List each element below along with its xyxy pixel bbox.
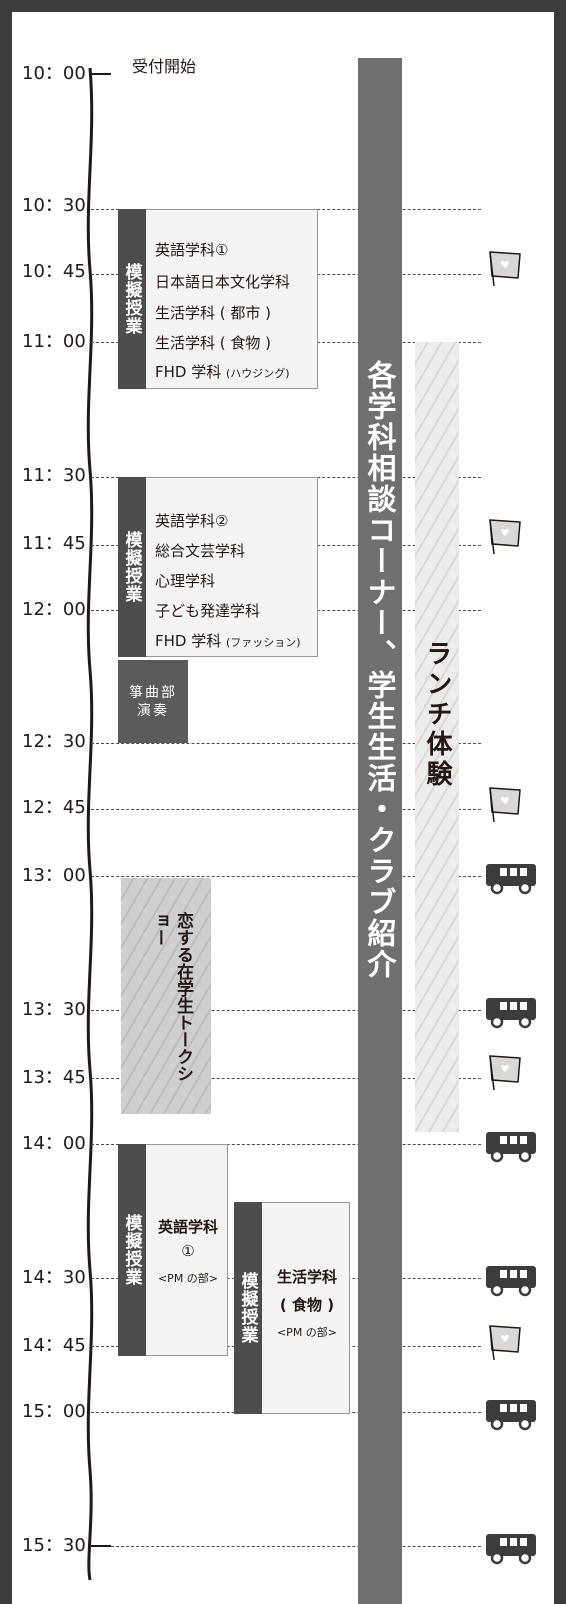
talk-col2: トークショー	[149, 912, 193, 1082]
koto-line1: 箏曲部	[129, 685, 177, 701]
time-guide-line	[111, 1546, 481, 1547]
bus-icon	[486, 1266, 536, 1297]
time-label: 11：45	[22, 533, 86, 554]
time-label: 14：45	[22, 1335, 86, 1356]
tick	[91, 73, 111, 75]
time-label: 12：00	[22, 599, 86, 620]
time-label: 15：30	[22, 1535, 86, 1556]
dept-item-fhd: FHD 学科 (ハウジング)	[155, 363, 290, 383]
fhd-main: FHD 学科	[155, 363, 222, 381]
dept-item: 日本語日本文化学科	[155, 273, 291, 291]
flag-heart-icon	[489, 787, 521, 823]
dept-item: 英語学科②	[155, 512, 229, 530]
time-label: 10：45	[22, 261, 86, 282]
bus-icon	[486, 1400, 536, 1431]
time-label: 15：00	[22, 1401, 86, 1422]
time-guide-line	[91, 743, 481, 744]
pm1-tag: <PM の部>	[157, 1272, 219, 1285]
time-guide-line	[91, 809, 481, 810]
dept-item: 総合文芸学科	[155, 542, 246, 560]
time-guide-line	[91, 876, 481, 877]
time-label: 13：00	[22, 865, 86, 886]
bus-icon	[486, 864, 536, 895]
consultation-corner-bar	[358, 58, 402, 1604]
lunch-bar	[415, 342, 459, 1132]
time-label: 12：45	[22, 797, 86, 818]
pm1-dept: 英語学科	[157, 1218, 218, 1236]
consultation-corner-text: 各学科相談コーナー、学生生活・クラブ紹介	[363, 360, 397, 980]
bus-icon	[486, 1534, 536, 1565]
flag-heart-icon	[489, 251, 521, 287]
mock-class-box-1	[118, 209, 318, 389]
mock-class-label: 模擬授業	[118, 209, 146, 389]
time-label: 10：00	[22, 63, 86, 84]
fhd-sub: (ハウジング)	[226, 367, 290, 380]
tick	[91, 1545, 111, 1547]
time-label: 11：30	[22, 465, 86, 486]
mock-class-label: 模擬授業	[234, 1202, 262, 1414]
talk-show-box	[121, 878, 211, 1114]
frame-top	[0, 0, 566, 12]
frame-right	[554, 0, 566, 1604]
pm2-sub: ( 食物 )	[279, 1296, 335, 1314]
time-label: 14：30	[22, 1267, 86, 1288]
dept-item: 子ども発達学科	[155, 602, 261, 620]
pm2-tag: <PM の部>	[276, 1326, 338, 1339]
time-label: 10：30	[22, 195, 86, 216]
time-guide-line	[91, 1078, 481, 1079]
bus-icon	[486, 1132, 536, 1163]
koto-line2: 演奏	[137, 703, 169, 719]
dept-item: 心理学科	[155, 572, 216, 590]
time-label: 13：30	[22, 999, 86, 1020]
time-label: 14：00	[22, 1133, 86, 1154]
mock-class-label: 模擬授業	[118, 1144, 146, 1356]
time-label: 13：45	[22, 1067, 86, 1088]
pm1-number: ①	[181, 1242, 195, 1260]
timeline-line	[86, 67, 94, 1581]
dept-item: 生活学科 ( 食物 )	[155, 334, 272, 352]
fhd-main: FHD 学科	[155, 632, 222, 650]
bus-icon	[486, 998, 536, 1029]
flag-heart-icon	[489, 1325, 521, 1361]
talk-show-text: 恋する在学生トークショー	[135, 912, 195, 1092]
dept-item: 英語学科①	[155, 241, 229, 259]
mock-class-box-2	[118, 477, 318, 657]
dept-item-fhd: FHD 学科 (ファッション)	[155, 632, 301, 652]
time-label: 12：30	[22, 731, 86, 752]
time-label: 11：00	[22, 331, 86, 352]
lunch-text: ランチ体験	[422, 640, 452, 790]
time-guide-line	[91, 1010, 481, 1011]
fhd-sub: (ファッション)	[226, 636, 301, 649]
reception-label: 受付開始	[132, 57, 197, 76]
mock-class-label: 模擬授業	[118, 477, 146, 657]
pm2-dept: 生活学科	[276, 1268, 337, 1286]
frame-left	[0, 0, 12, 1604]
time-guide-line	[91, 1144, 481, 1145]
koto-club-box: 箏曲部 演奏	[118, 660, 188, 743]
flag-heart-icon	[489, 519, 521, 555]
talk-col1: 恋する在学生	[173, 912, 193, 1014]
dept-item: 生活学科 ( 都市 )	[155, 304, 272, 322]
flag-heart-icon	[489, 1055, 521, 1091]
